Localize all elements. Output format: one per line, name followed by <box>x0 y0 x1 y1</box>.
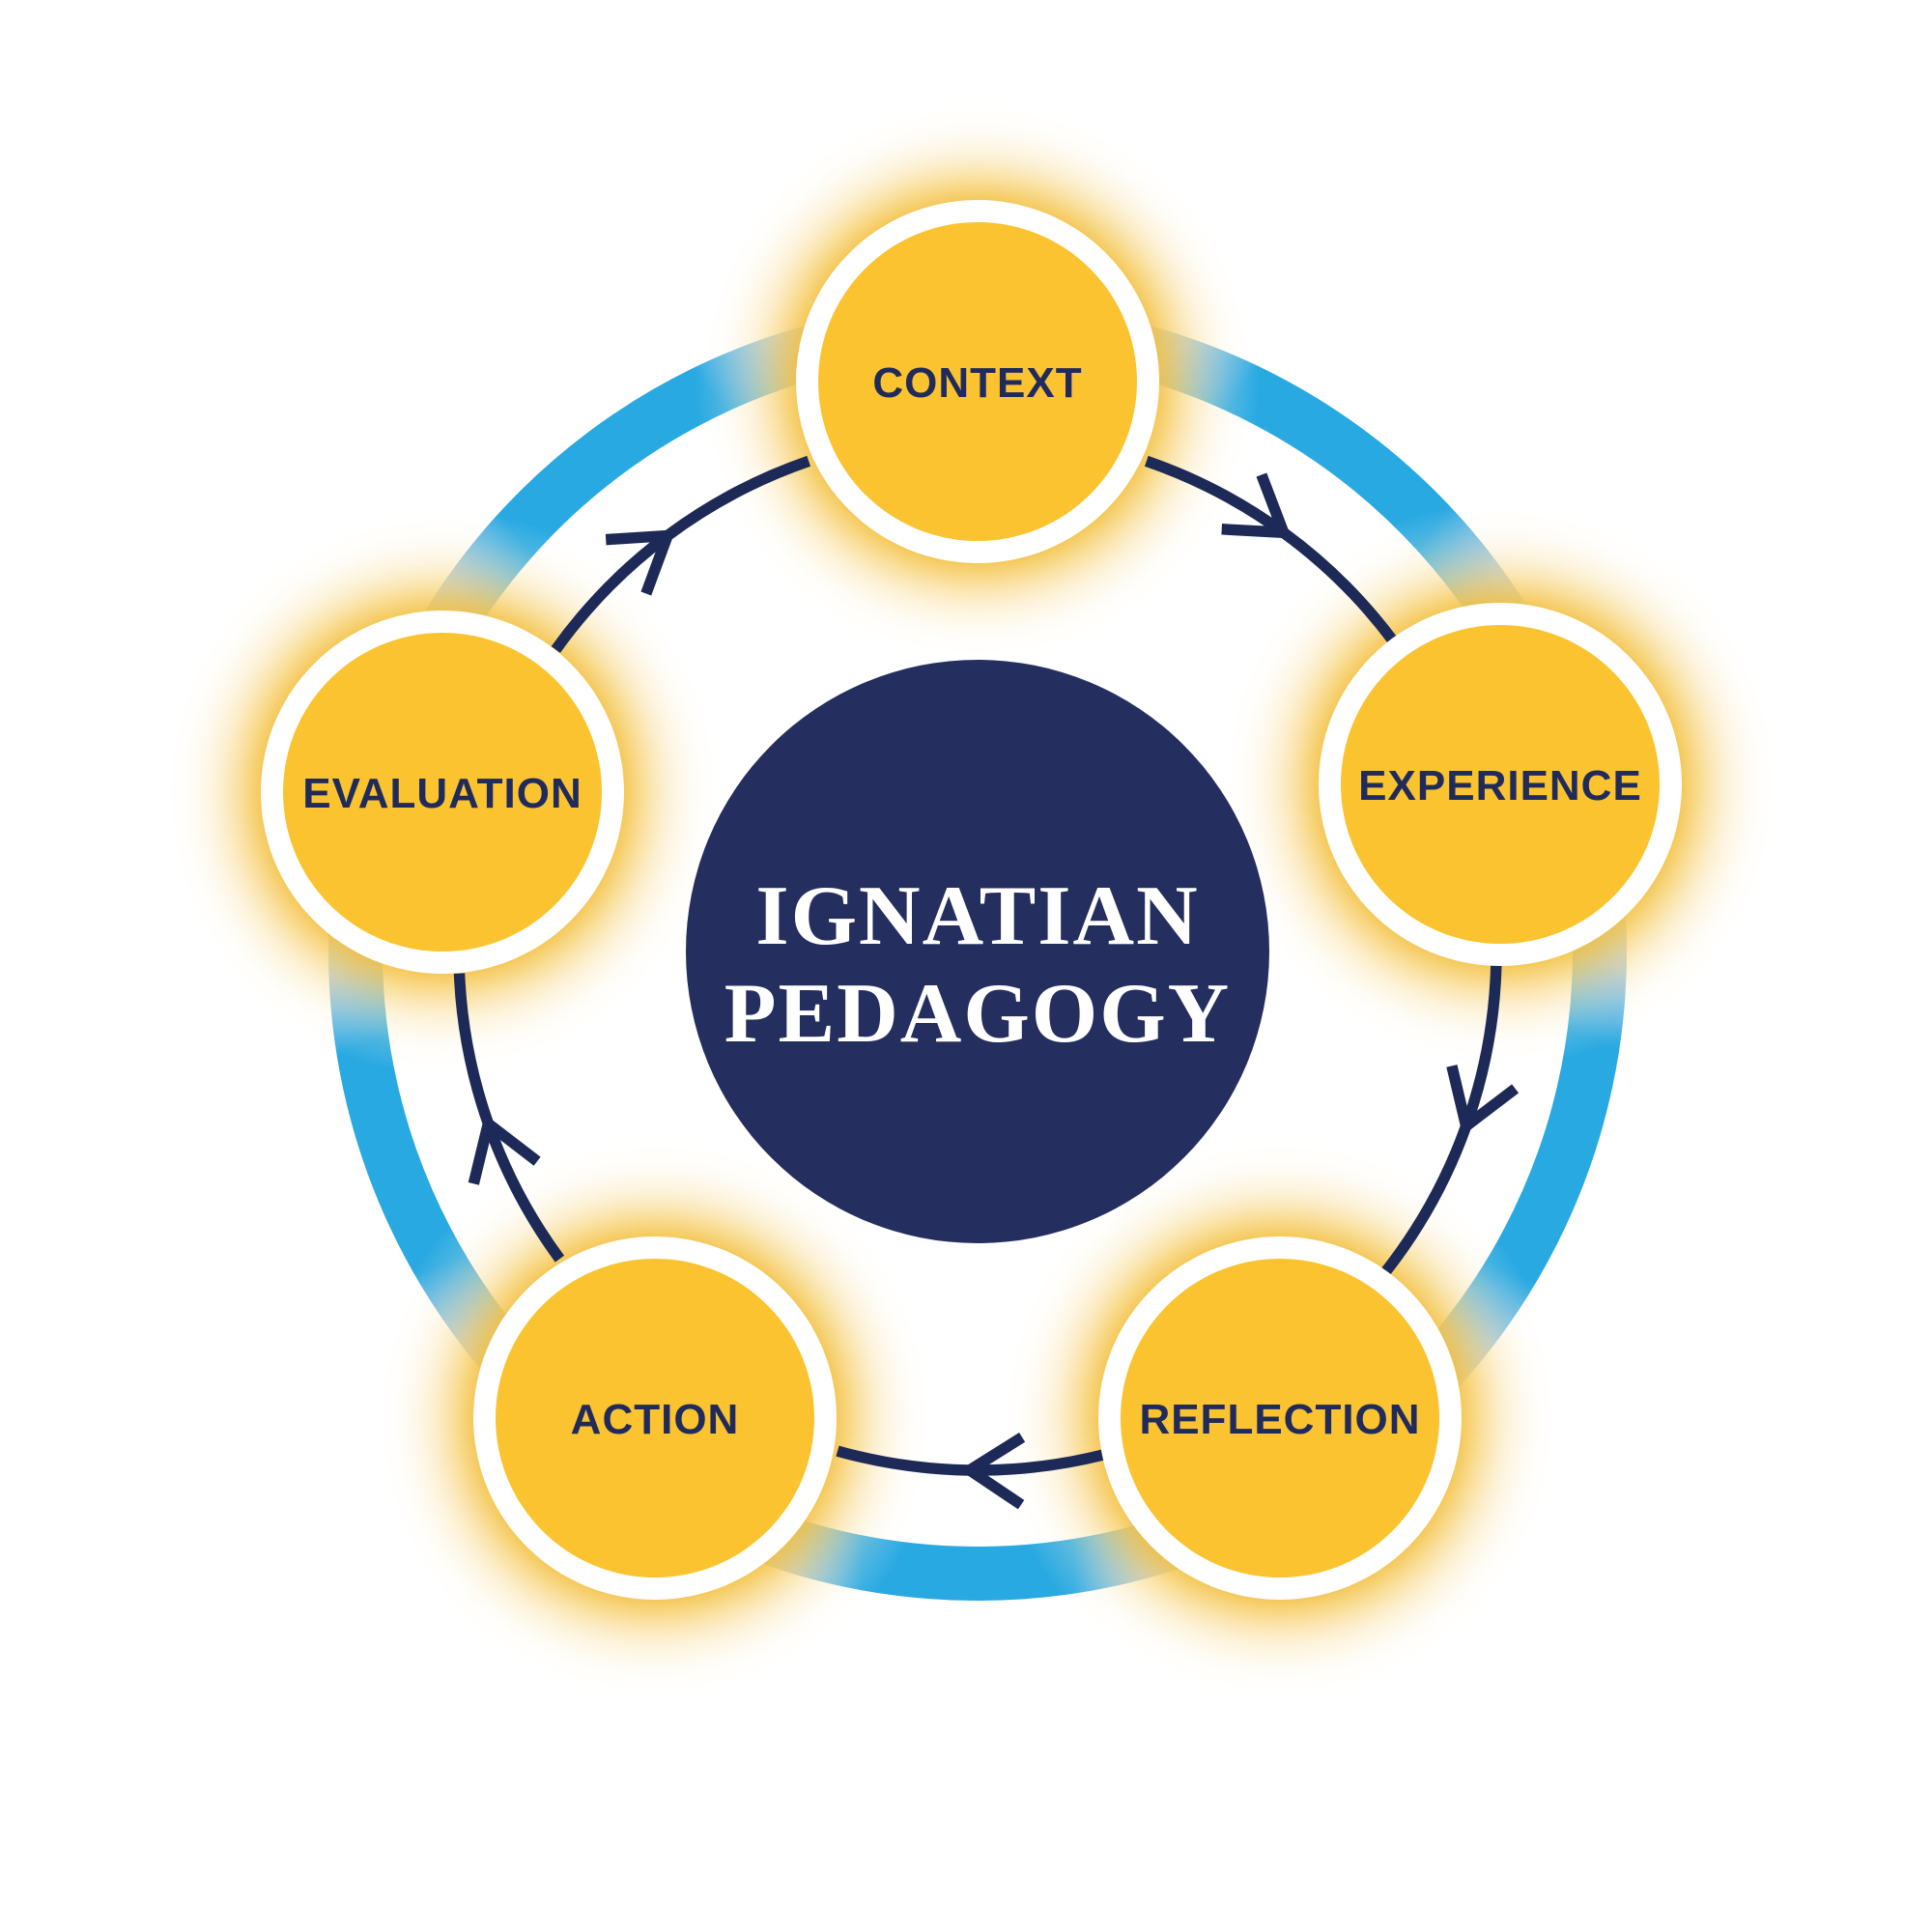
center-circle <box>686 660 1269 1243</box>
node-evaluation: EVALUATION <box>261 611 624 974</box>
arrowhead-evaluation-to-context <box>605 529 676 596</box>
node-circle-action <box>496 1259 814 1577</box>
node-label-experience: EXPERIENCE <box>1358 762 1642 810</box>
node-circle-context <box>818 222 1137 541</box>
node-circle-reflection <box>1121 1259 1439 1577</box>
node-circle-experience <box>1341 625 1660 944</box>
arrowhead-experience-to-reflection <box>1446 1065 1520 1136</box>
node-action: ACTION <box>473 1236 837 1600</box>
arrowhead-context-to-experience <box>1221 472 1293 539</box>
node-reflection: REFLECTION <box>1098 1236 1462 1600</box>
arrowhead-reflection-to-action <box>959 1433 1026 1510</box>
node-experience: EXPERIENCE <box>1319 603 1682 966</box>
arrowhead-action-to-evaluation <box>468 1114 541 1185</box>
node-circle-evaluation <box>283 633 602 952</box>
node-label-reflection: REFLECTION <box>1139 1396 1420 1443</box>
node-label-action: ACTION <box>571 1396 740 1443</box>
node-label-context: CONTEXT <box>872 359 1082 407</box>
center-title-line2: PEDAGOGY <box>724 967 1231 1061</box>
center-title-line1: IGNATIAN <box>755 869 1199 963</box>
node-context: CONTEXT <box>796 200 1159 563</box>
node-label-evaluation: EVALUATION <box>302 770 582 817</box>
